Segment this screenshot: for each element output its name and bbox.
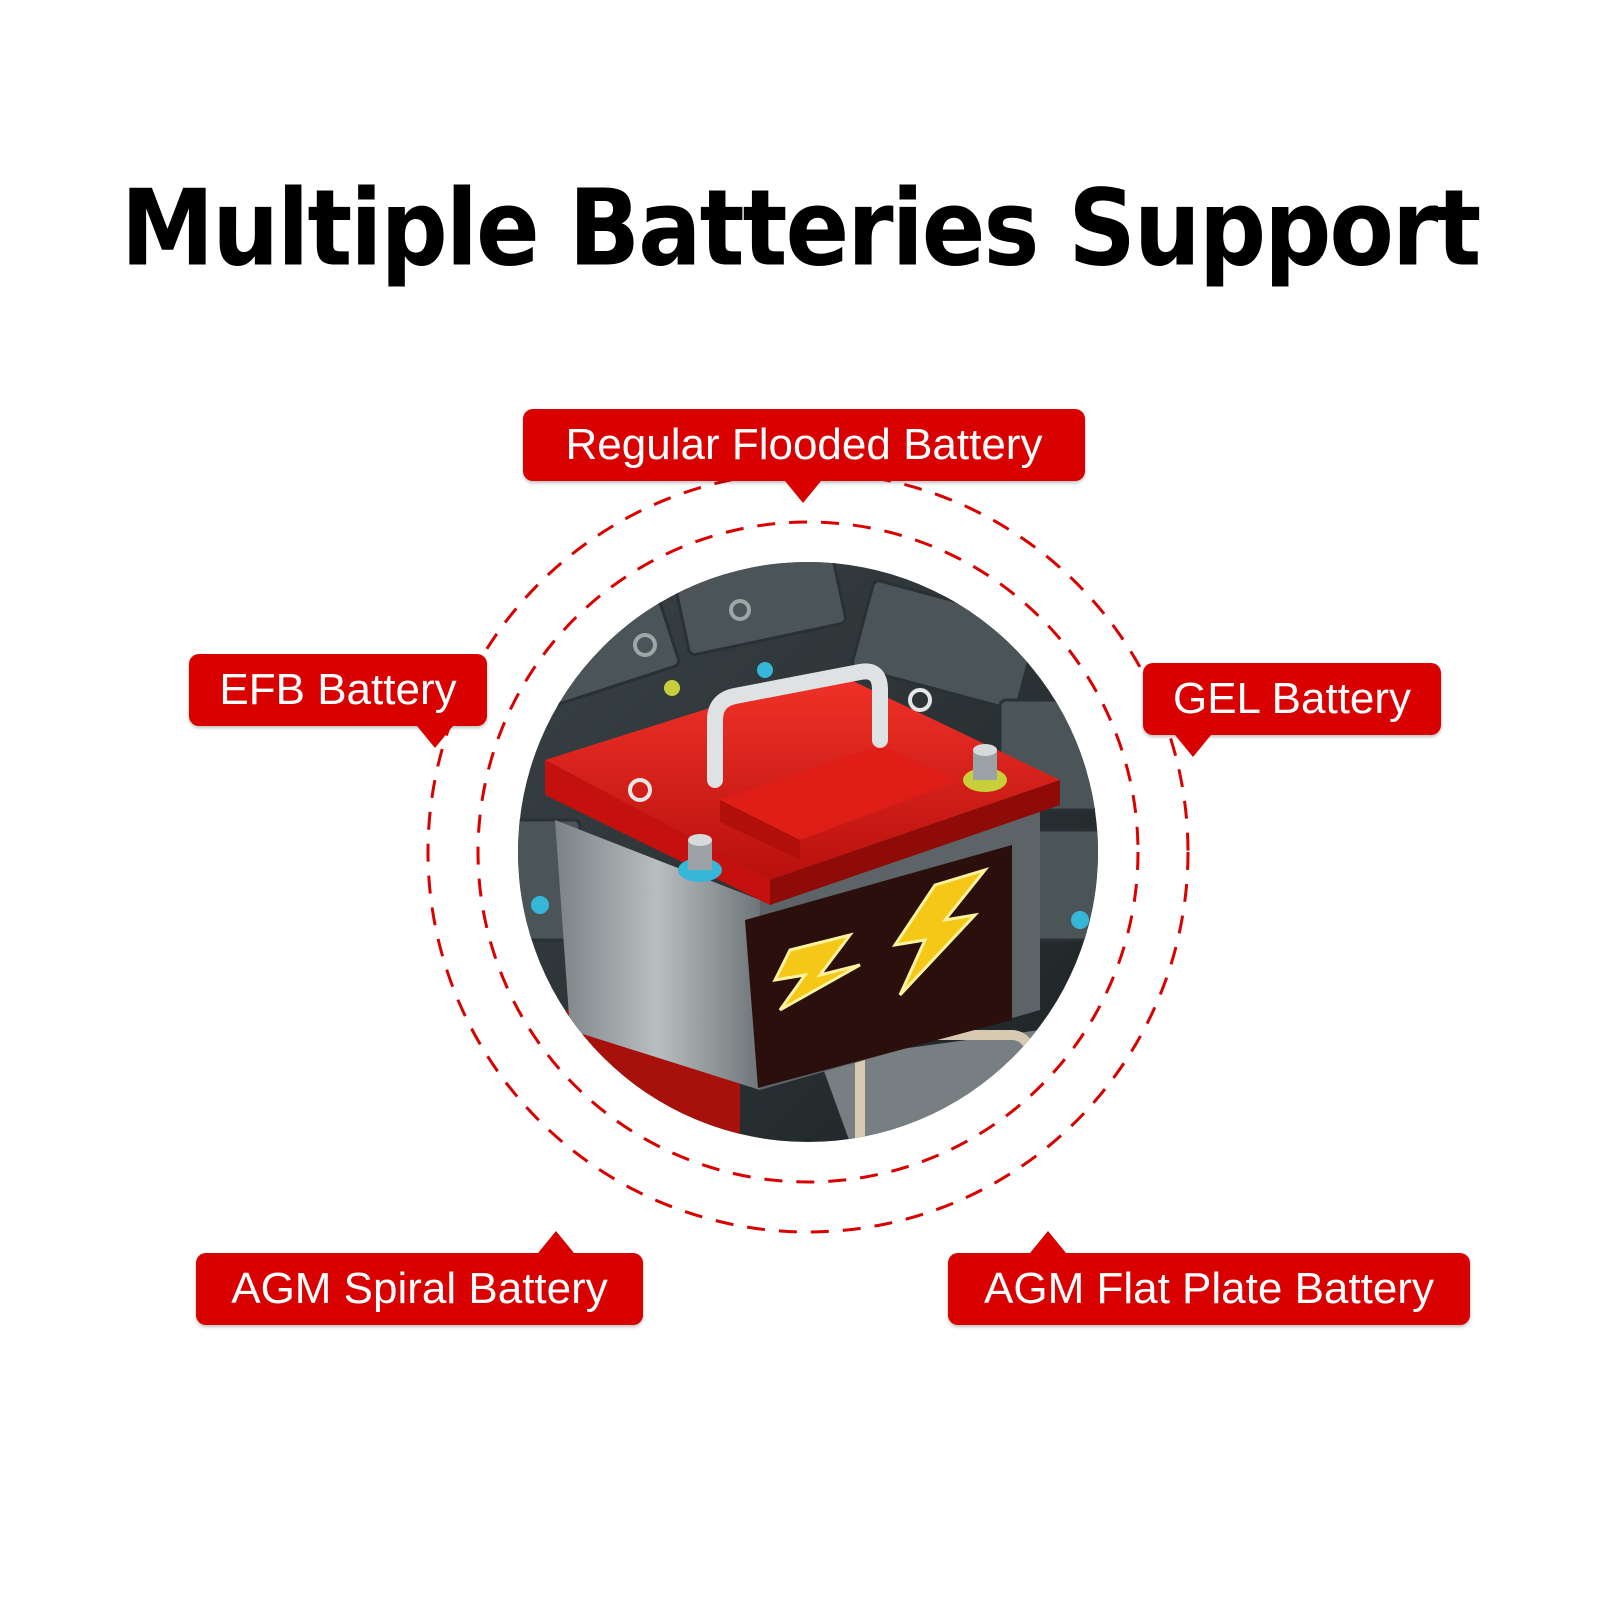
label-efb-battery: EFB Battery (189, 654, 487, 748)
label-pointer (1175, 735, 1211, 757)
label-text: AGM Spiral Battery (231, 1264, 608, 1313)
label-text: GEL Battery (1172, 674, 1412, 723)
inner-dashed-ring (476, 520, 1140, 1184)
label-agm-flat-plate-battery: AGM Flat Plate Battery (948, 1231, 1470, 1325)
label-pointer (417, 726, 453, 748)
label-agm-spiral-battery: AGM Spiral Battery (196, 1231, 643, 1325)
label-text: EFB Battery (219, 665, 457, 714)
label-gel-battery: GEL Battery (1143, 663, 1441, 757)
outer-dashed-ring (426, 470, 1190, 1234)
page-title: Multiple Batteries Support (120, 168, 1482, 291)
label-text: AGM Flat Plate Battery (984, 1264, 1434, 1313)
battery-photo (518, 562, 1098, 1142)
label-pointer (538, 1231, 574, 1253)
label-pointer (1030, 1231, 1066, 1253)
label-text: Regular Flooded Battery (565, 420, 1043, 469)
label-regular-flooded-battery: Regular Flooded Battery (523, 409, 1085, 503)
label-pointer (785, 481, 821, 503)
